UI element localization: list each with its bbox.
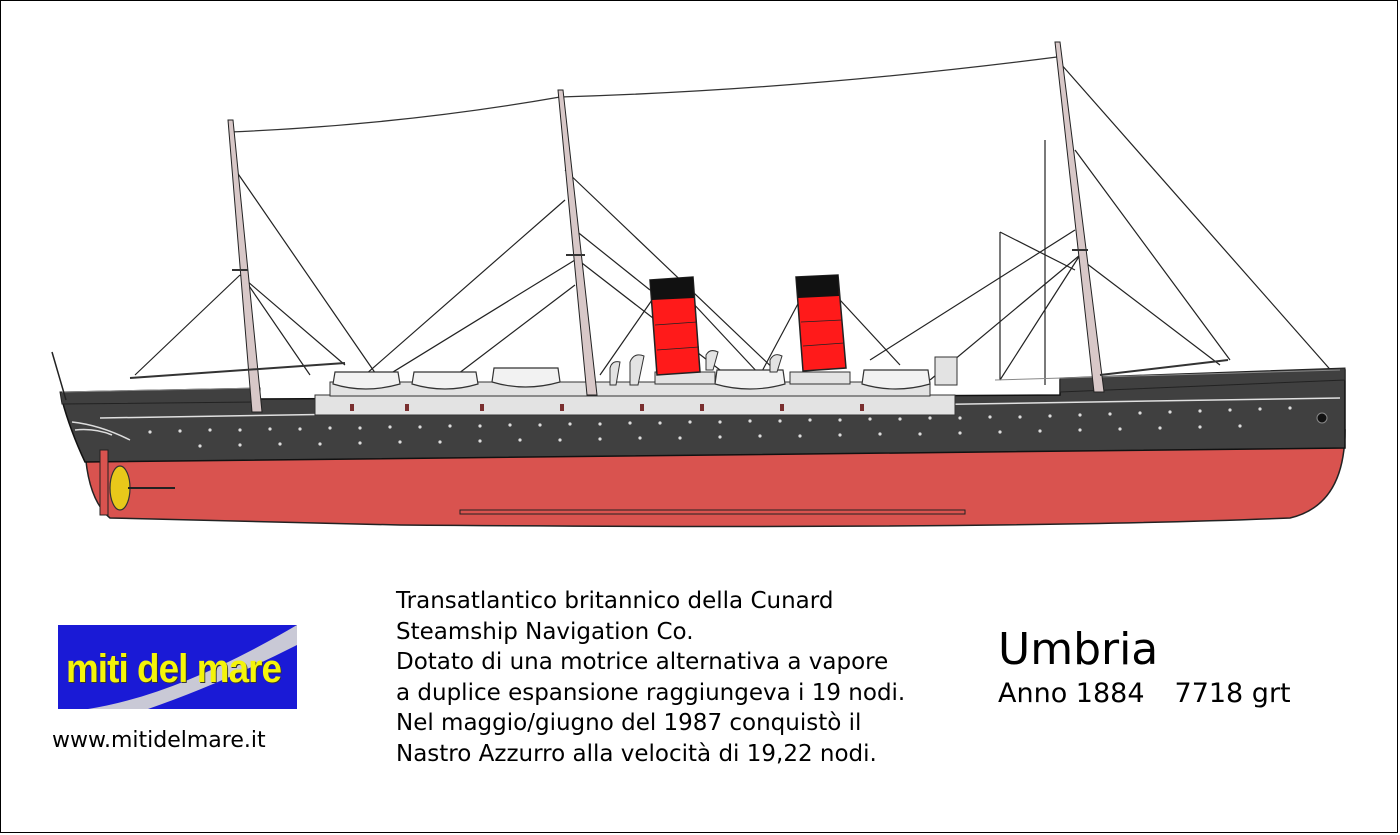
funnel-aft [649,276,701,376]
portholes [148,406,1292,448]
propeller [109,465,131,511]
funnel-forward [795,274,847,372]
ship-description: Transatlantico britannico della Cunard S… [396,586,976,769]
logo-wave-shape [88,625,297,709]
description-line: Dotato di una motrice alternativa a vapo… [396,649,889,675]
ventilators [609,350,783,386]
railings [61,369,1341,393]
ship-meta: Anno 1884 7718 grt [998,678,1291,709]
deck-windows [350,404,864,411]
masts [227,41,1105,413]
logo-miti-del-mare: miti del mare [58,625,297,709]
description-line: Steamship Navigation Co. [396,618,694,645]
ship-year: Anno 1884 [998,678,1145,709]
ship-name: Umbria [998,624,1159,675]
description-line: a duplice espansione raggiungeva i 19 no… [396,679,906,706]
yards [129,249,1229,379]
flag-staff [51,351,67,401]
stern-scroll [71,421,131,441]
logo-text: miti del mare [66,647,282,691]
rudder [99,449,109,516]
description-line: Nel maggio/giugno del 1987 conquistò il [396,710,862,736]
description-line: Transatlantico britannico della Cunard [396,588,834,614]
forecastle [1059,367,1346,393]
aerial-wire [229,56,1058,133]
ship-illustration [51,41,1346,528]
hawse-hole [1316,412,1328,424]
ship-tonnage: 7718 grt [1174,678,1291,709]
website-url: www.mitidelmare.it [52,728,266,753]
description-line: Nastro Azzurro alla velocità di 19,22 no… [396,740,877,767]
rigging [134,62,1336,385]
bridge-structure [934,356,958,386]
lifeboats [332,367,931,390]
keel-line [459,509,966,515]
